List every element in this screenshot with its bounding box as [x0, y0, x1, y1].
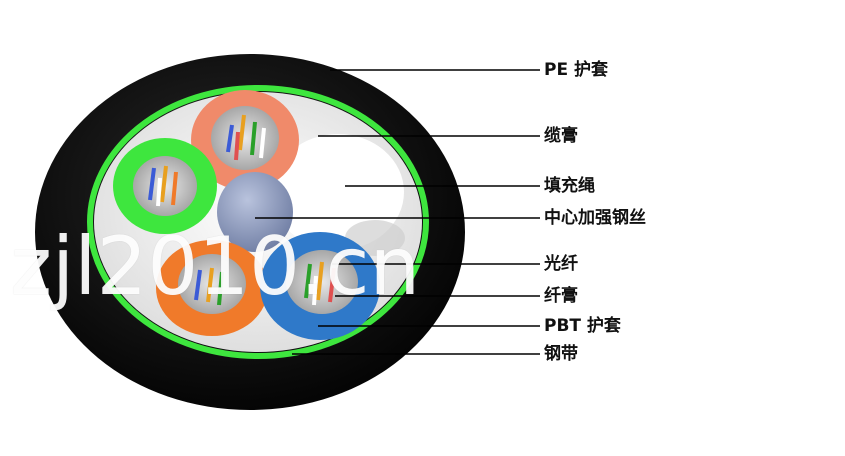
label-optical-fiber: 光纤	[544, 254, 578, 274]
steel-tape-ring	[87, 85, 429, 359]
loose-tube-left	[113, 138, 217, 234]
label-pbt-sheath: PBT 护套	[544, 316, 621, 336]
label-central-strength-wire: 中心加强钢丝	[544, 208, 646, 228]
loose-tube-bottom-left	[156, 240, 268, 336]
label-filler-rope: 填充绳	[544, 176, 595, 196]
watermark-text: zjl2010.cn	[10, 220, 421, 313]
loose-tube-top	[191, 90, 299, 190]
central-strength-wire	[217, 172, 293, 252]
loose-tube-bottom-right	[260, 232, 380, 340]
label-steel-tape: 钢带	[544, 344, 578, 364]
label-pe-sheath: PE 护套	[544, 60, 608, 80]
label-cable-jelly: 缆膏	[544, 126, 578, 146]
leader-lines	[255, 69, 540, 355]
label-fiber-jelly: 纤膏	[544, 286, 578, 306]
